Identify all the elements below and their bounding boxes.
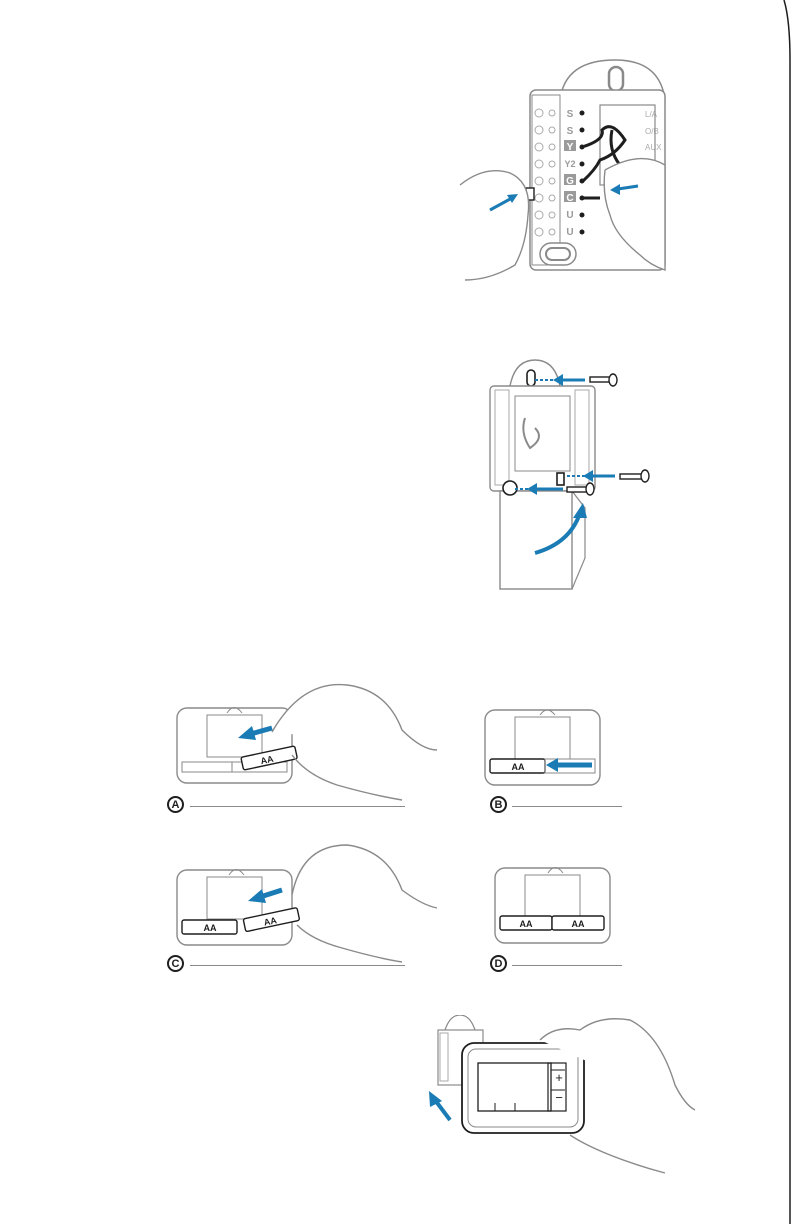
step-a-label: A <box>167 796 184 813</box>
battery-step-d-illustration: AA AA <box>490 860 630 950</box>
attach-thermostat-illustration: + − <box>420 1015 700 1175</box>
battery-label: AA <box>572 919 585 929</box>
wiring-illustration: S S Y Y2 G C U U L/A O/B AUX <box>440 55 670 290</box>
step-b-underline <box>512 806 622 807</box>
terminal-label-la: L/A <box>645 110 658 119</box>
step-c-underline <box>190 965 405 966</box>
terminal-label-y2: Y2 <box>564 159 575 169</box>
screw-icon-mid <box>620 470 649 482</box>
terminal-label-s1: S <box>567 109 574 120</box>
step-d-underline <box>512 965 622 966</box>
battery-label: AA <box>204 923 217 933</box>
terminal-label-y: Y <box>567 142 574 153</box>
step-b-label: B <box>490 796 507 813</box>
terminal-label-aux: AUX <box>645 143 662 152</box>
battery-step-c-illustration: AA AA <box>172 840 442 965</box>
terminal-label-s2: S <box>567 126 574 137</box>
battery-label: AA <box>512 762 525 772</box>
minus-button-icon: − <box>555 1090 563 1105</box>
terminal-label-u1: U <box>566 210 573 221</box>
step-a-underline <box>190 806 405 807</box>
terminal-label-ob: O/B <box>645 127 659 136</box>
terminal-label-u2: U <box>566 227 573 238</box>
terminal-label-c: C <box>566 193 573 204</box>
screw-icon-top <box>590 374 617 386</box>
step-d-label: D <box>490 955 507 972</box>
page-edge-line <box>782 0 792 1224</box>
step-c-label: C <box>167 955 184 972</box>
battery-step-a-illustration: AA <box>172 680 442 805</box>
battery-label: AA <box>520 919 533 929</box>
mounting-illustration <box>475 358 660 598</box>
battery-step-b-illustration: AA <box>480 705 620 795</box>
terminal-label-g: G <box>566 176 574 187</box>
plus-button-icon: + <box>555 1070 563 1085</box>
